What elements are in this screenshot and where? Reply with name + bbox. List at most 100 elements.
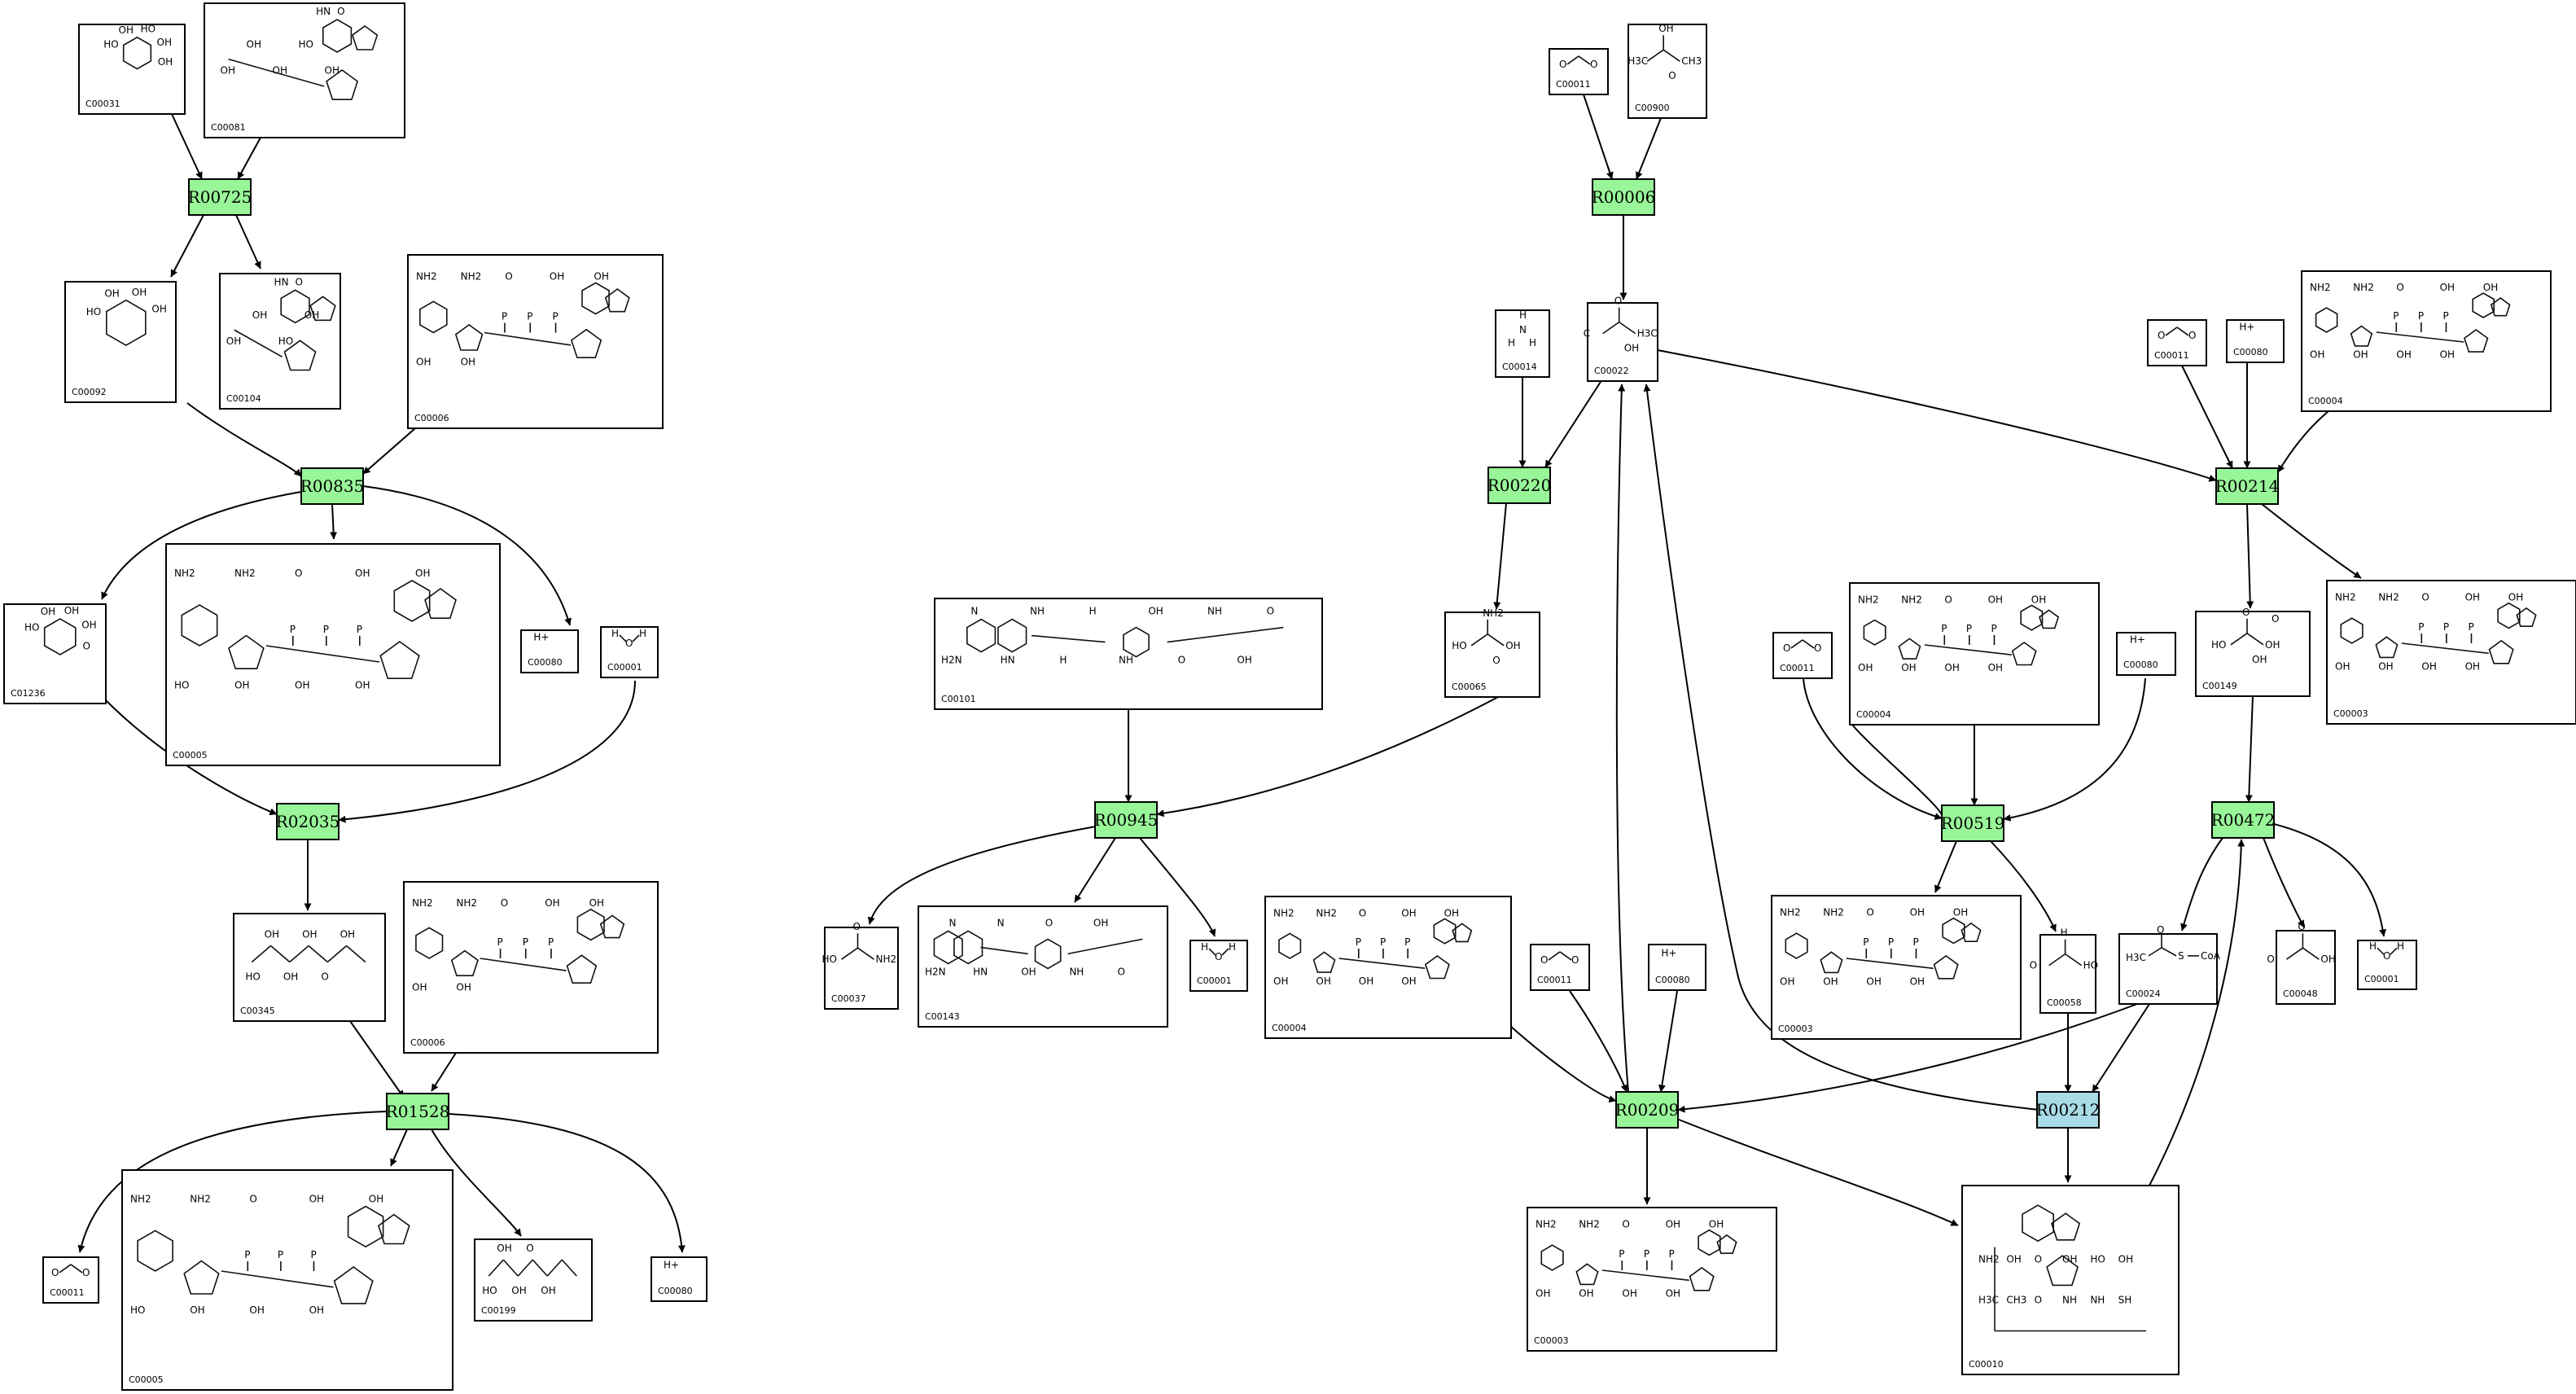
compound-node-c00080[interactable]: H+C00080 [520,629,579,673]
ring-bond [1034,938,1062,970]
ring-bond [283,340,317,371]
reaction-node-r00472[interactable]: R00472 [2211,801,2276,839]
reaction-id-label: R00835 [300,476,365,496]
reaction-node-r00006[interactable]: R00006 [1592,178,1656,216]
reaction-node-r02035[interactable]: R02035 [276,803,340,840]
reaction-node-r00220[interactable]: R00220 [1487,467,1552,504]
atom-label: HO [1452,640,1466,651]
atom-label: P [548,936,554,948]
bond [265,645,380,663]
atom-label: OH [1622,1287,1636,1299]
bond [59,1264,72,1273]
ring-bond [1575,1263,1599,1286]
atom-label: O [501,897,508,909]
bond [70,1264,83,1273]
atom-label: O [2396,282,2403,293]
reaction-node-r00214[interactable]: R00214 [2215,467,2280,505]
reaction-node-r00209[interactable]: R00209 [1615,1091,1680,1129]
bond [1601,1269,1689,1282]
compound-id-label: C00081 [211,122,246,133]
atom-label: NH2 [2310,282,2331,293]
ring-bond [415,927,444,959]
atom-label: OH [340,929,355,940]
compound-node-c00080[interactable]: H+C00080 [651,1256,708,1302]
compound-node-c00080[interactable]: H+C00080 [2116,632,2176,676]
reaction-node-r00835[interactable]: R00835 [300,467,365,505]
atom-label: NH2 [456,897,477,909]
reaction-edge [2149,839,2245,1186]
atom-label: OH [2353,349,2368,361]
atom-label: OH [2118,1254,2133,1265]
atom-label: NH2 [1858,594,1879,605]
reaction-node-r00945[interactable]: R00945 [1094,801,1159,839]
reaction-box [1094,801,1158,839]
reaction-edge [2092,1003,2150,1093]
ring-bond [2350,325,2373,347]
atom-label: HN [274,276,289,287]
compound-node-c00080[interactable]: H+C00080 [1648,944,1706,991]
bond [619,634,627,642]
atom-label: P [2442,310,2448,322]
compound-node-c00080[interactable]: H+C00080 [2226,319,2285,363]
atom-label: OH [190,1304,204,1316]
atom-label: OH [1624,343,1639,354]
ring-bond [309,296,336,322]
compound-id-label: C00048 [2283,989,2318,999]
atom-label: O [249,1194,256,1205]
reaction-id-label: R01528 [386,1102,450,1121]
compound-id-label: C00004 [1856,709,1891,720]
reaction-node-r00725[interactable]: R00725 [188,178,252,216]
atom-label: OH [132,287,147,298]
ring-bond [454,323,484,351]
atom-label: OH [1444,907,1459,918]
atom-label: P [523,936,528,948]
reaction-node-r00519[interactable]: R00519 [1941,804,2005,842]
reaction-node-r01528[interactable]: R01528 [386,1093,450,1130]
compound-id-label: C00005 [173,750,208,761]
reaction-box [276,803,340,840]
atom-label: OH [81,620,96,631]
atom-label: P [2468,621,2473,633]
reaction-node-r00212[interactable]: R00212 [2036,1091,2101,1129]
atom-label: P [553,311,559,322]
compound-box [3,603,107,704]
atom-label: O [1267,606,1274,617]
